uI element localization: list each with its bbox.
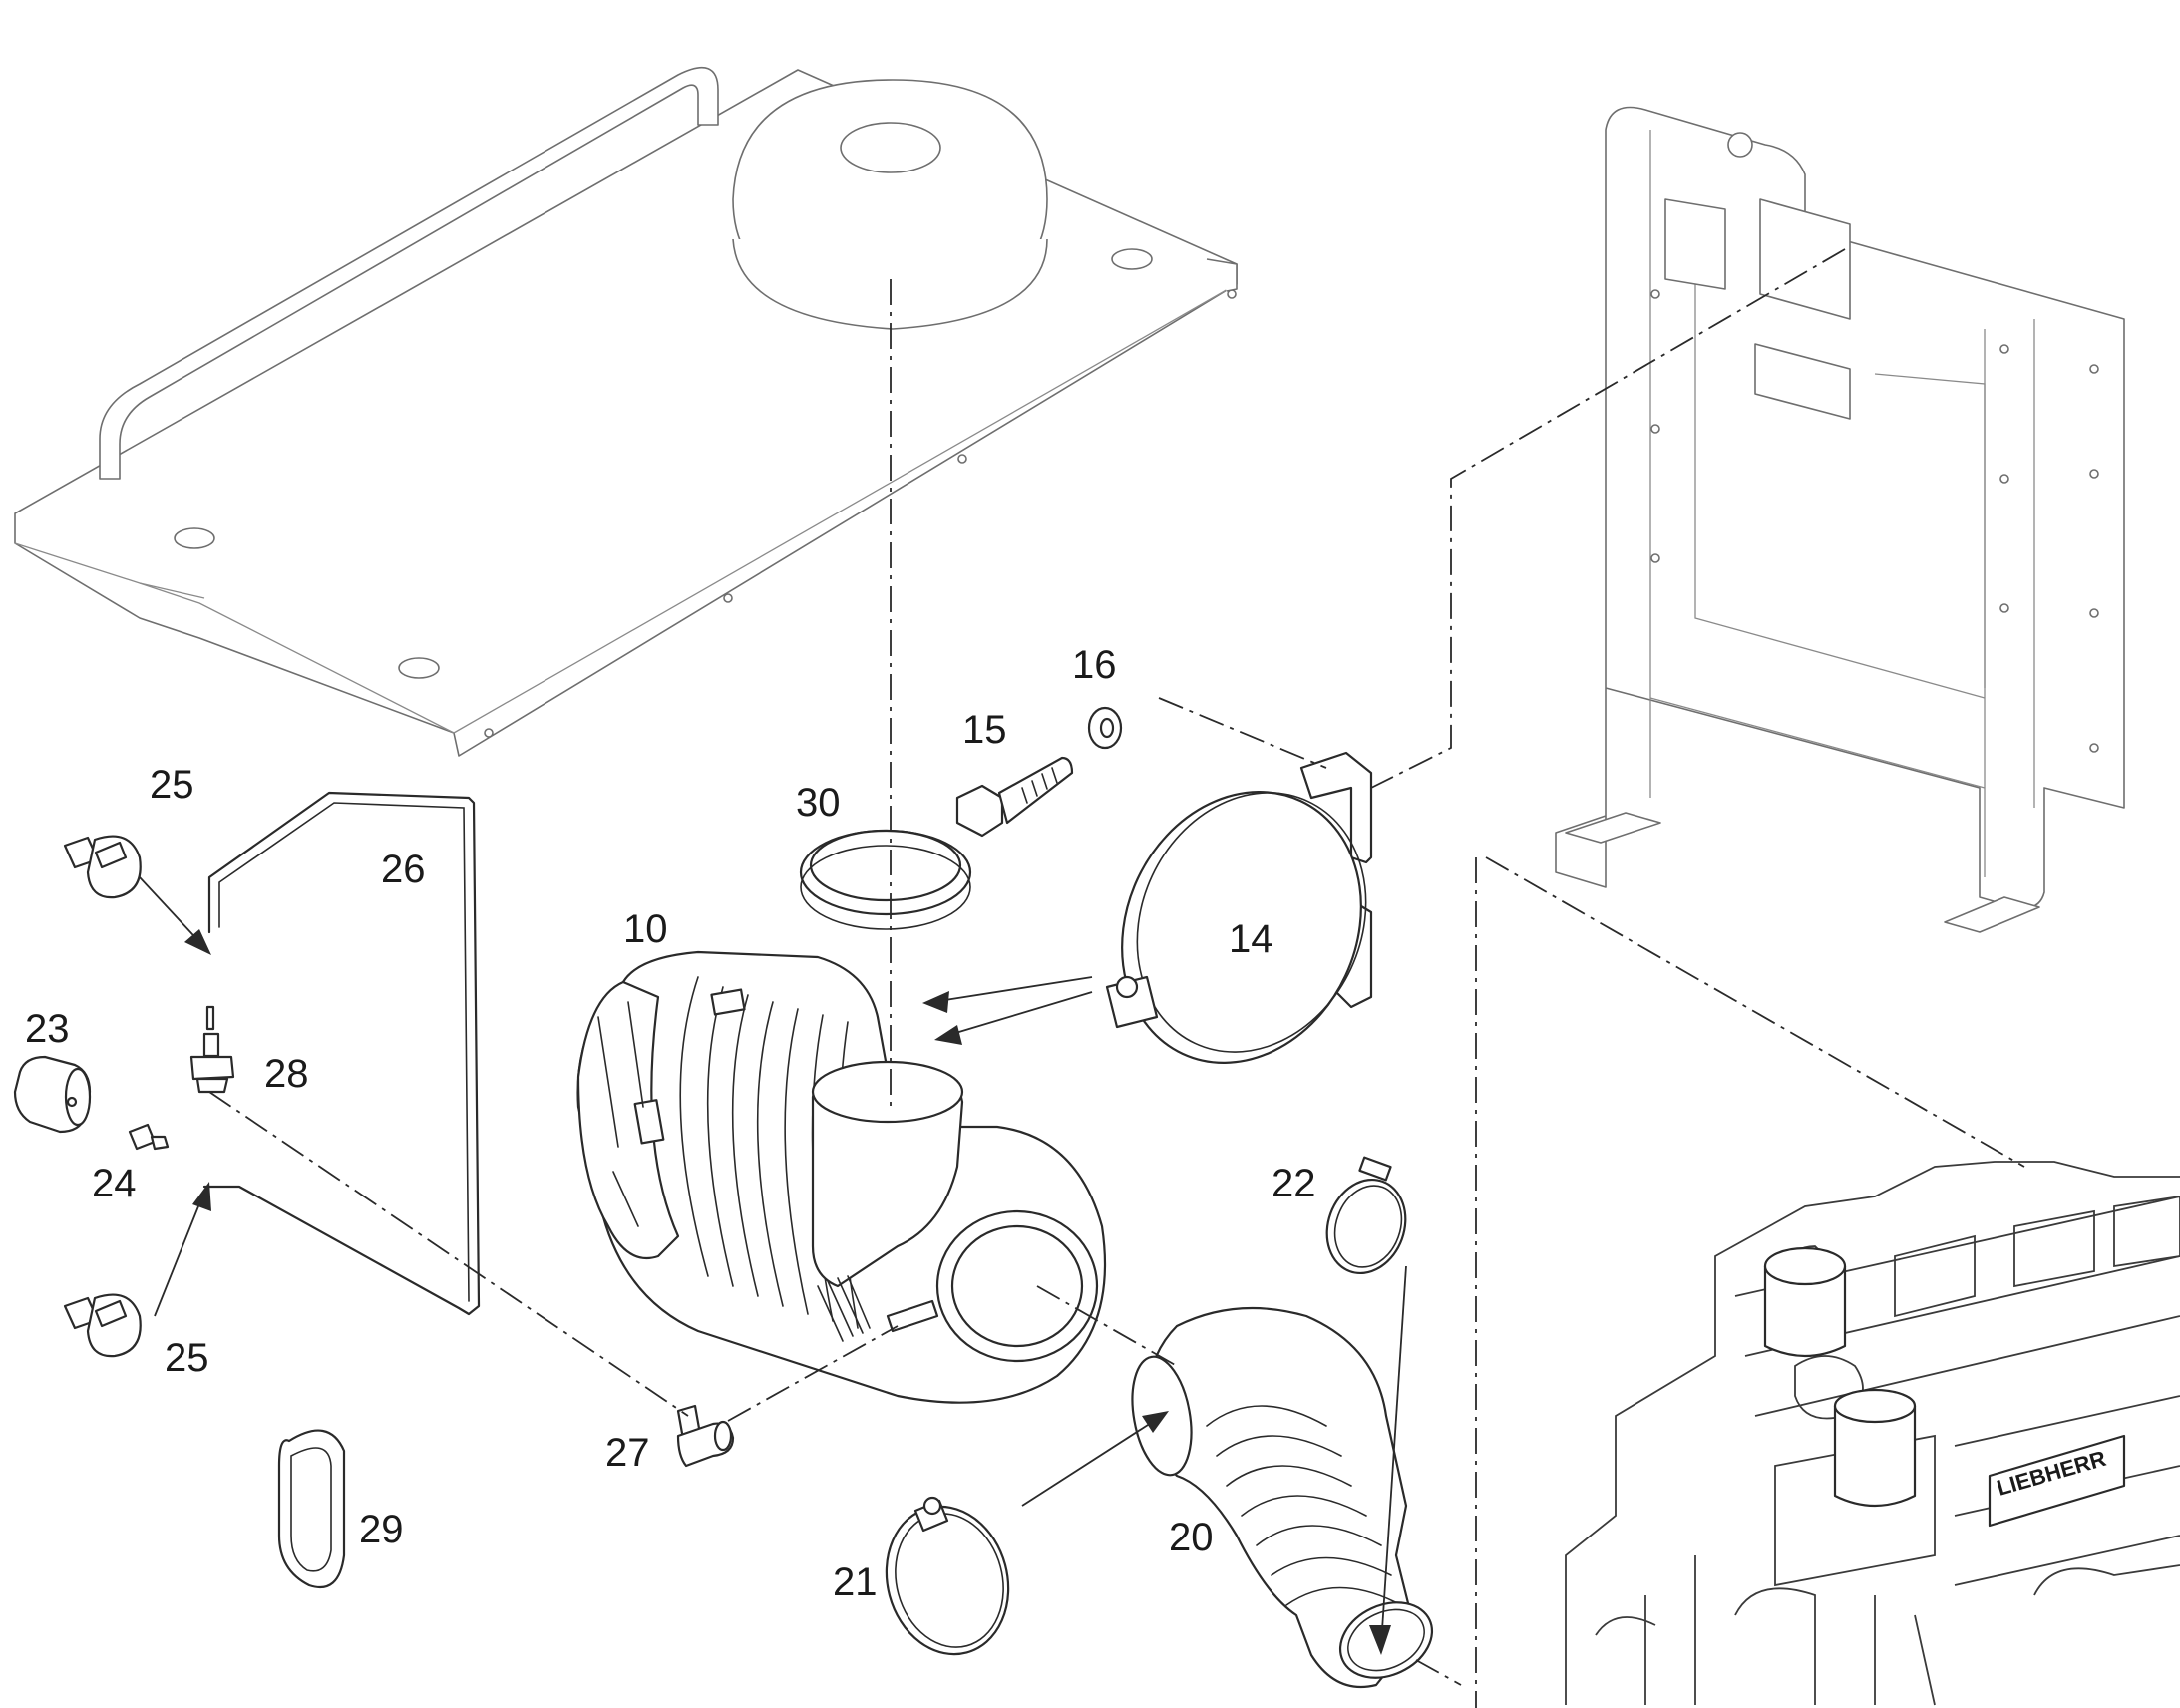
callout-15: 15: [962, 708, 1007, 752]
callout-30: 30: [796, 781, 841, 825]
cable-tie: [277, 1429, 346, 1588]
callout-24: 24: [92, 1162, 137, 1205]
engine-cover-panel: [14, 66, 1238, 757]
callout-29: 29: [359, 1508, 404, 1551]
callout-22: 22: [1272, 1162, 1316, 1205]
callout-10: 10: [623, 907, 668, 951]
hose-clip-lower: [63, 1293, 142, 1358]
vacuum-line: [202, 791, 481, 1316]
screw-fitting: [189, 1005, 235, 1094]
callout-23: 23: [25, 1007, 70, 1051]
callout-20: 20: [1169, 1516, 1214, 1559]
callout-26: 26: [381, 848, 426, 891]
assembly-center-lines: [208, 248, 2025, 1708]
callout-27: 27: [605, 1431, 650, 1475]
mounting-frame: [1555, 106, 2125, 933]
washer: [1087, 706, 1123, 750]
callout-labels: 10 14 15 16 20 21 22 23 24 25 25 26 27 2…: [25, 643, 1316, 1604]
callout-25-lower: 25: [165, 1336, 209, 1380]
protective-cap: [13, 1055, 92, 1134]
rubber-elbow-hose: [1131, 1306, 1434, 1689]
seal-ring: [799, 829, 972, 930]
callout-16: 16: [1072, 643, 1117, 687]
hose-clamp-large: [885, 1496, 1010, 1656]
elbow-fitting: [676, 1404, 735, 1468]
engine-block: LIEBHERR: [1565, 1161, 2180, 1706]
air-filter-housing: [576, 950, 1107, 1404]
hose-clamp-small: [1325, 1156, 1407, 1275]
adapter-fitting: [128, 1123, 170, 1151]
hex-bolt: [955, 756, 1074, 838]
hose-clip-upper: [63, 835, 142, 899]
mounting-band-clamp: [1105, 751, 1373, 1064]
callout-14: 14: [1229, 917, 1273, 961]
leader-arrows: [139, 876, 1407, 1655]
callout-21: 21: [833, 1560, 878, 1604]
callout-28: 28: [264, 1052, 309, 1096]
callout-25-upper: 25: [150, 763, 194, 807]
